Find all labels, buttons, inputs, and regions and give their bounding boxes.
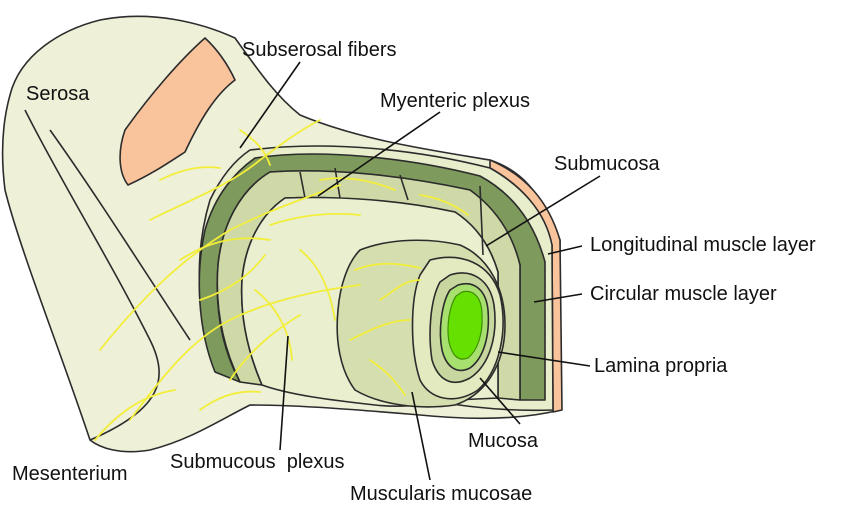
label-lamina-propria: Lamina propria — [594, 355, 728, 377]
label-serosa: Serosa — [26, 83, 90, 105]
leader-lines — [239, 61, 601, 481]
lumen — [447, 290, 483, 360]
mesentery-fold-line-2 — [49, 129, 191, 341]
muscle-cut-lines — [299, 167, 484, 256]
label-mucosa: Mucosa — [468, 430, 539, 452]
serosa-cut-edge — [119, 37, 236, 186]
label-circular-muscle-layer: Circular muscle layer — [590, 283, 777, 305]
label-mesenterium: Mesenterium — [12, 463, 128, 485]
nerve-fibers — [94, 119, 469, 441]
label-muscularis-mucosae: Muscularis mucosae — [350, 483, 532, 505]
label-myenteric-plexus: Myenteric plexus — [380, 90, 530, 112]
label-submucosa: Submucosa — [554, 153, 660, 175]
label-longitudinal-muscle-layer: Longitudinal muscle layer — [590, 234, 816, 256]
label-subserosal-fibers: Subserosal fibers — [242, 39, 397, 61]
mesentery-fold-line — [24, 109, 160, 441]
label-submucous-plexus: Submucous plexus — [170, 451, 345, 473]
